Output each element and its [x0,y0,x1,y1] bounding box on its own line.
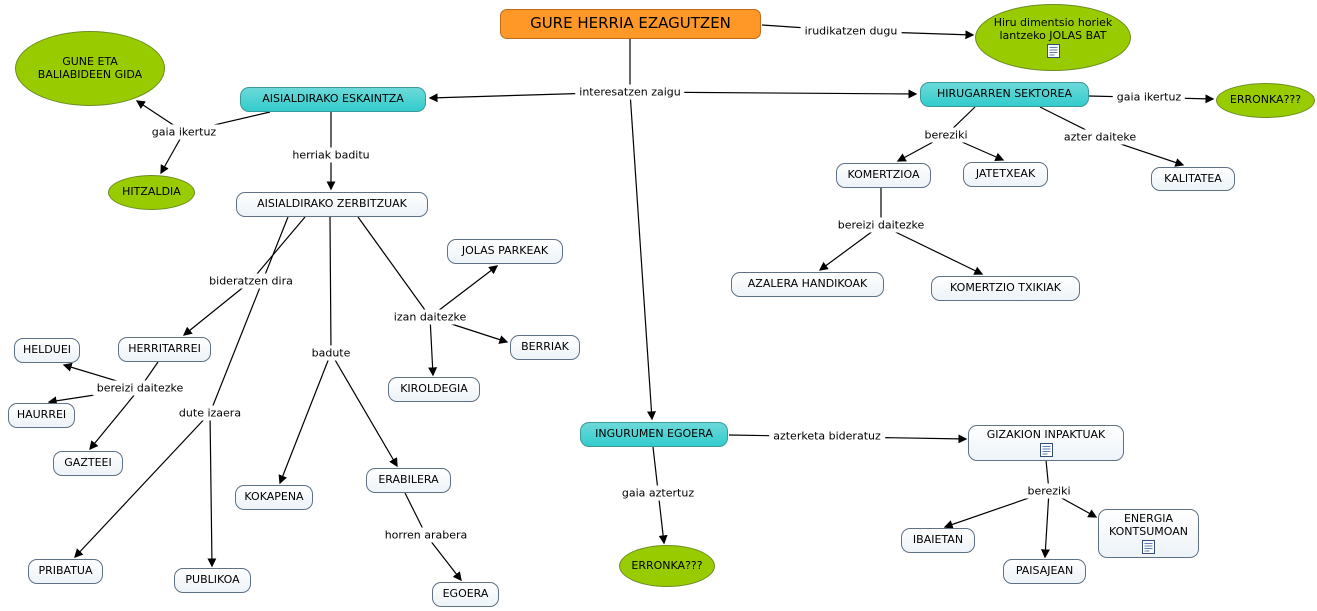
edge-dute-izaera [74,216,289,568]
node-gizakion-inpaktuak[interactable]: GIZAKION INPAKTUAK [968,425,1124,461]
edge-label-azterketa-bideratuz[interactable]: azterketa bideratuz [769,428,885,444]
edge-label-badute[interactable]: badute [307,345,355,361]
node-publikoa[interactable]: PUBLIKOA [174,568,251,593]
node-hirugarren-sektorea[interactable]: HIRUGARREN SEKTOREA [920,82,1089,107]
edge-label-bereziki-inpaktuak[interactable]: bereziki [1023,483,1075,499]
node-ibaietan[interactable]: IBAIETAN [901,528,975,553]
node-label: ENERGIA KONTSUMOAN [1109,512,1188,538]
node-gure-herria-ezagutzen[interactable]: GURE HERRIA EZAGUTZEN [500,9,761,39]
node-kiroldegia[interactable]: KIROLDEGIA [388,377,480,402]
node-ingurumen-egoera[interactable]: INGURUMEN EGOERA [580,422,728,447]
node-kokapena[interactable]: KOKAPENA [235,485,313,510]
edge-label-bereizi-daitezke-komertzioa[interactable]: bereizi daitezke [833,217,929,233]
resource-icon[interactable] [1039,442,1053,457]
node-komertzioa[interactable]: KOMERTZIOA [836,163,931,188]
node-aisialdirako-zerbitzuak[interactable]: AISIALDIRAKO ZERBITZUAK [236,192,428,217]
edge-label-bideratzen-dira[interactable]: bideratzen dira [205,273,297,289]
edge-label-izan-daitezke[interactable]: izan daitezke [389,309,471,325]
node-gazteei[interactable]: GAZTEEI [53,451,123,476]
node-komertzio-txikiak[interactable]: KOMERTZIO TXIKIAK [931,276,1080,301]
edge-label-azter-daiteke[interactable]: azter daiteke [1059,129,1141,145]
edge-bideratzen-dira [182,216,306,336]
node-berriak[interactable]: BERRIAK [510,335,580,360]
node-hitzaldia[interactable]: HITZALDIA [108,175,195,210]
edge-badute [278,216,398,485]
edge-label-herriak-baditu[interactable]: herriak baditu [288,147,374,163]
node-jolas-parkeak[interactable]: JOLAS PARKEAK [447,239,563,264]
node-jatetxeak[interactable]: JATETXEAK [963,162,1048,187]
node-pribatua[interactable]: PRIBATUA [28,559,103,584]
node-egoera[interactable]: EGOERA [432,582,499,607]
node-label: Hiru dimentsio horiek lantzeko JOLAS BAT [993,16,1113,42]
edge-label-bereziki-sektorea[interactable]: bereziki [920,127,972,143]
edge-label-interesatzen-zaigu[interactable]: interesatzen zaigu [575,84,685,100]
node-erronka-sektorea[interactable]: ERRONKA??? [1216,83,1315,118]
node-energia-kontsumoan[interactable]: ENERGIA KONTSUMOAN [1098,509,1199,558]
resource-icon[interactable] [1142,539,1155,554]
node-erabilera[interactable]: ERABILERA [366,468,451,493]
node-jolas-bat[interactable]: Hiru dimentsio horiek lantzeko JOLAS BAT [975,4,1131,71]
node-kalitatea[interactable]: KALITATEA [1151,167,1235,191]
node-herritarrei[interactable]: HERRITARREI [118,337,211,362]
edge-label-gaia-ikertuz-left[interactable]: gaia ikertuz [147,124,221,140]
edge-label-bereizi-daitezke-herritarrei[interactable]: bereizi daitezke [92,380,188,396]
edge-label-gaia-aztertuz[interactable]: gaia aztertuz [617,485,699,501]
node-haurrei[interactable]: HAURREI [8,403,75,428]
edge-label-dute-izaera[interactable]: dute izaera [174,405,246,421]
node-helduei[interactable]: HELDUEI [14,338,80,363]
edge-label-irudikatzen-dugu[interactable]: irudikatzen dugu [800,23,902,39]
edge-label-gaia-ikertuz-right[interactable]: gaia ikertuz [1112,89,1186,105]
node-erronka-ingurumen[interactable]: ERRONKA??? [619,545,715,587]
node-label: GIZAKION INPAKTUAK [986,428,1106,442]
edge-label-horren-arabera[interactable]: horren arabera [380,527,472,543]
resource-icon[interactable] [1046,43,1060,58]
node-paisajean[interactable]: PAISAJEAN [1003,559,1086,584]
node-aisialdirako-eskaintza[interactable]: AISIALDIRAKO ESKAINTZA [240,87,426,112]
node-azalera-handikoak[interactable]: AZALERA HANDIKOAK [731,272,884,297]
node-gune-eta-baliabideen-gida[interactable]: GUNE ETA BALIABIDEEN GIDA [15,31,165,106]
